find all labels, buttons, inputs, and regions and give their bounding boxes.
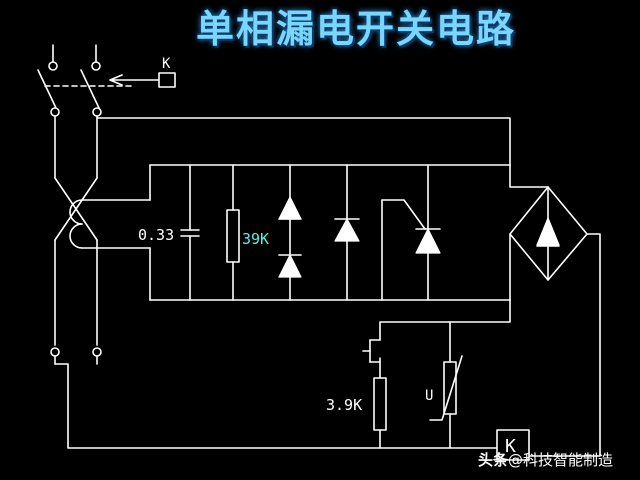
switch-contact-left [50,107,60,117]
test-branch [362,299,511,449]
switch-blade-left [37,69,57,109]
trip-coil-box [158,72,176,88]
input-terminal-left [48,61,58,71]
label-varistor: U [425,388,433,404]
label-resistor-3-9k: 3.9K [326,396,362,414]
diode-triangle [334,218,360,242]
zener-lower-triangle [278,254,302,278]
thyristor-triangle [415,228,441,254]
capacitor [180,164,200,301]
thyristor-gate [381,199,426,230]
watermark-brand: 头条 [478,451,509,469]
main-switch [37,44,176,117]
relay-coil [496,429,530,461]
zener-diode-pair [278,164,302,301]
label-resistor-39k: 39K [242,230,269,248]
zener-upper-triangle [278,196,302,220]
resistor-3-9k-body [373,377,387,431]
detection-circuit [149,164,601,457]
watermark-handle: @科技智能制造 [508,451,614,469]
switch-contact-right [92,107,102,117]
line-conductors [50,115,102,365]
return-wire [54,363,497,449]
label-relay-coil: K [505,436,516,457]
supply-wire-top [96,117,511,166]
trip-arrow [109,74,159,86]
label-capacitor: 0.33 [138,226,174,244]
bridge-diode-triangle [536,217,560,246]
current-transformer [69,199,151,249]
thyristor [381,164,441,301]
varistor-slash [429,355,463,421]
varistor-branch [429,321,463,449]
resistor-39k [226,164,240,301]
switch-blade-right [80,69,100,109]
output-terminal-right [92,347,102,357]
watermark: 头条@科技智能制造 [478,448,613,472]
bridge-rectifier [509,164,601,457]
diagram-title: 单相漏电开关电路 [196,7,517,51]
label-relay-top: K [162,56,171,72]
input-terminal-right [91,61,101,71]
output-terminal-left [50,347,60,357]
